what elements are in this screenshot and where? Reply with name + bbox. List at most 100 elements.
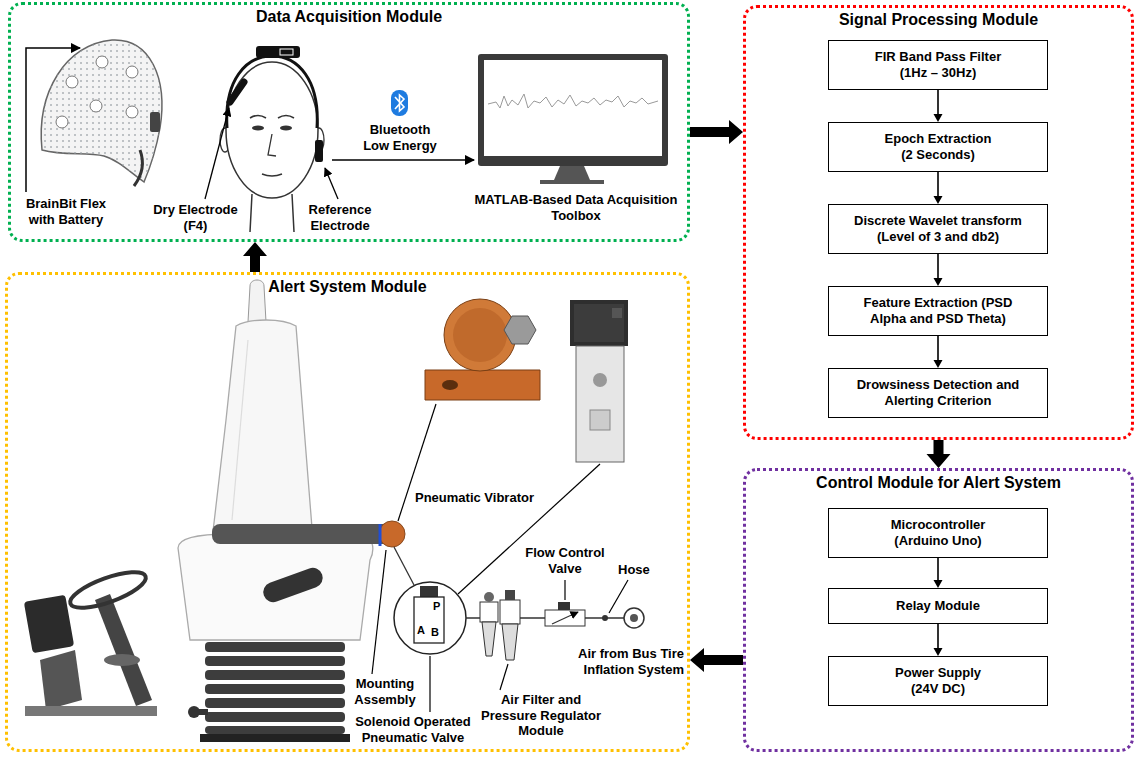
process-text: Relay Module: [896, 598, 980, 614]
driver-head-drawing: [205, 108, 229, 199]
step-arrow: [934, 254, 943, 286]
flow-arrow: [243, 242, 267, 272]
driver-head-drawing: [230, 82, 244, 102]
driver-head-drawing: [280, 49, 293, 55]
step-arrow: [934, 90, 943, 122]
module-title: Alert System Module: [8, 277, 687, 296]
process-box: Epoch Extraction (2 Seconds): [828, 122, 1048, 172]
eeg-cap-drawing: [126, 106, 138, 118]
seat-drawing: [394, 547, 414, 585]
driver-head-drawing: [315, 140, 323, 162]
module-panel: Control Module for Alert SystemMicrocont…: [743, 468, 1134, 752]
driver-head-drawing: [332, 159, 474, 161]
solenoid-valve-drawing: [612, 308, 622, 318]
eeg-cap-drawing: [56, 116, 68, 128]
seat-drawing: [212, 524, 392, 544]
bluetooth-icon: [395, 95, 404, 111]
pneumatic-vibrator-drawing: [453, 308, 507, 362]
part-label: Hose: [618, 562, 658, 578]
steering-drawing: [24, 595, 74, 654]
driver-head-drawing: [325, 168, 338, 199]
process-text: Drowsiness Detection and Alerting Criter…: [843, 377, 1033, 410]
seat-drawing: [205, 656, 345, 666]
seat-drawing: [205, 684, 345, 694]
process-box: Microcontroller (Arduino Uno): [828, 508, 1048, 558]
steering-drawing: [24, 565, 157, 716]
driver-head-drawing: [256, 46, 300, 58]
seat-drawing: [248, 280, 266, 322]
pneumatic-circuit-drawing: [609, 580, 628, 613]
monitor-drawing: [478, 54, 668, 184]
solenoid-valve-drawing: [576, 346, 624, 462]
pneumatic-circuit-drawing: [480, 602, 498, 622]
monitor-drawing: [484, 60, 662, 156]
pneumatic-circuit-drawing: [482, 622, 496, 656]
pneumatic-circuit-drawing: [545, 610, 585, 626]
pneumatic-circuit-drawing: [602, 615, 608, 621]
eeg-cap-drawing: [150, 112, 160, 132]
bluetooth-icon: [391, 90, 408, 116]
seat-drawing: [198, 709, 208, 715]
pneumatic-vibrator-drawing: [504, 316, 536, 344]
pneumatic-circuit-drawing: [500, 664, 508, 690]
part-label: Mounting Assembly: [345, 676, 425, 707]
solenoid-valve-drawing: [458, 300, 628, 594]
flow-arrow: [690, 120, 743, 144]
solenoid-valve-drawing: [574, 304, 624, 342]
pneumatic-circuit-drawing: [484, 592, 494, 602]
driver-head-drawing: [262, 174, 282, 176]
pneumatic-circuit-drawing: [420, 586, 438, 597]
solenoid-valve-drawing: [593, 373, 607, 387]
pneumatic-circuit-drawing: [630, 614, 638, 622]
process-box: Feature Extraction (PSD Alpha and PSD Th…: [828, 286, 1048, 336]
pneumatic-circuit-drawing: [552, 612, 578, 624]
driver-head-drawing: [250, 194, 294, 232]
module-panel: Alert System Module: [5, 272, 690, 752]
seat-drawing: [205, 712, 345, 722]
step-arrow: [934, 624, 943, 656]
seat-drawing: [205, 670, 345, 680]
process-box: Relay Module: [828, 588, 1048, 624]
seat-drawing: [379, 524, 382, 546]
pneumatic-circuit-drawing: [558, 602, 570, 610]
module-title: Control Module for Alert System: [746, 473, 1131, 492]
pneumatic-circuit-drawing: [414, 597, 444, 643]
process-text: FIR Band Pass Filter (1Hz – 30Hz): [863, 49, 1013, 82]
part-label: Air Filter and Pressure Regulator Module: [478, 692, 604, 739]
steering-drawing: [95, 594, 152, 706]
bluetooth-icon: [391, 90, 408, 116]
solenoid-valve-drawing: [590, 410, 610, 430]
port-letter: A: [417, 624, 427, 637]
seat-drawing: [205, 726, 345, 734]
pneumatic-circuit-drawing: [564, 580, 565, 600]
process-box: Discrete Wavelet transform (Level of 3 a…: [828, 204, 1048, 254]
eeg-cap-drawing: [26, 40, 162, 192]
pneumatic-vibrator-drawing: [442, 380, 458, 390]
part-label: Bluetooth Low Energy: [360, 122, 440, 153]
driver-head-drawing: [227, 56, 318, 128]
process-box: FIR Band Pass Filter (1Hz – 30Hz): [828, 40, 1048, 90]
part-label: Air from Bus Tire Inflation System: [558, 646, 684, 677]
part-label: Flow Control Valve: [522, 545, 608, 576]
port-letter: P: [433, 600, 443, 613]
step-arrow: [934, 172, 943, 204]
seat-drawing: [379, 521, 405, 547]
eeg-cap-drawing: [90, 100, 102, 112]
seat-drawing: [178, 280, 436, 742]
process-text: Feature Extraction (PSD Alpha and PSD Th…: [858, 295, 1018, 328]
monitor-drawing: [540, 180, 604, 184]
flow-arrow: [690, 648, 743, 672]
driver-head-drawing: [268, 134, 276, 156]
eeg-cap-drawing: [66, 76, 78, 88]
eeg-cap-drawing: [126, 66, 138, 78]
module-title: Signal Processing Module: [746, 10, 1131, 29]
seat-drawing: [212, 320, 312, 540]
steering-drawing: [25, 706, 157, 716]
driver-head-drawing: [250, 116, 294, 119]
pneumatic-vibrator-drawing: [425, 370, 540, 400]
process-text: Microcontroller (Arduino Uno): [868, 517, 1008, 550]
step-arrow: [934, 558, 943, 588]
pneumatic-circuit-drawing: [624, 608, 644, 628]
steering-drawing: [66, 565, 149, 615]
